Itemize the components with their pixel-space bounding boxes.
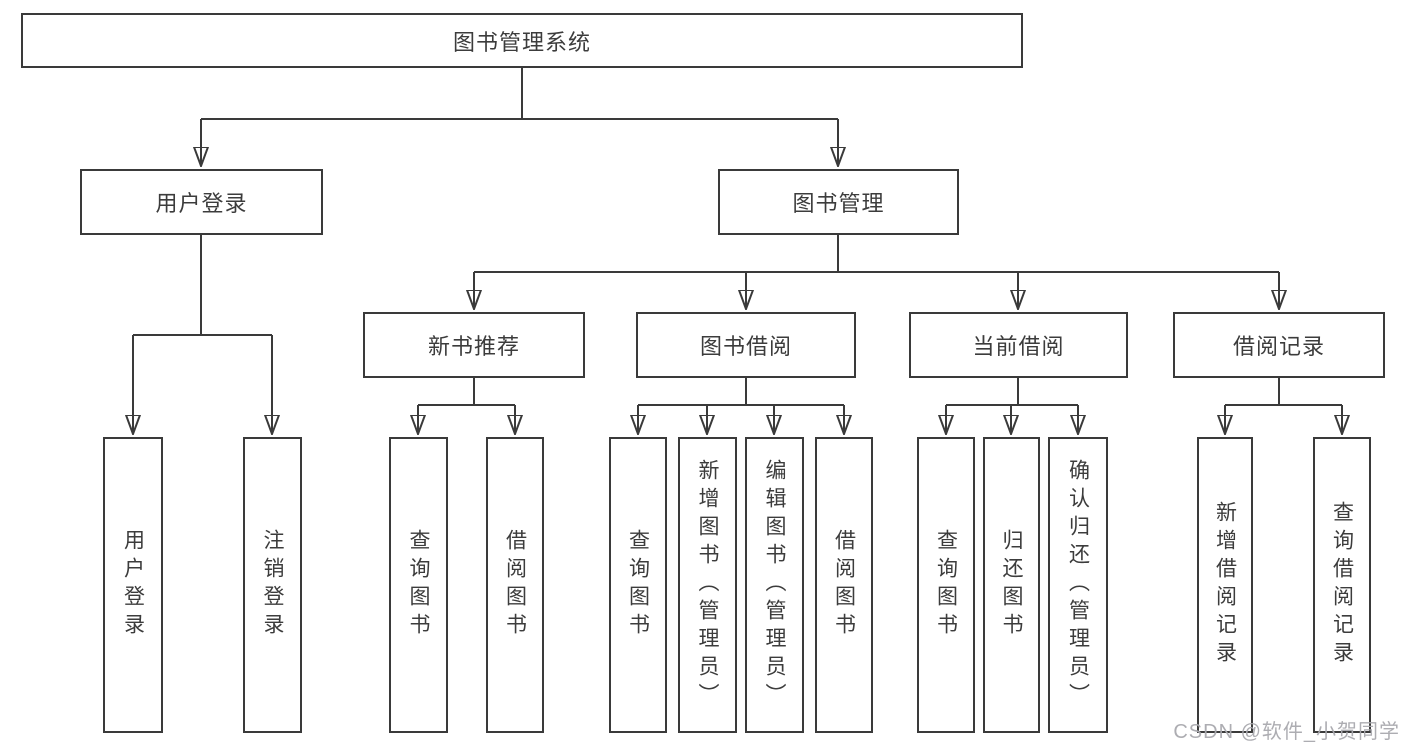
node-label: 编辑图书（管理员） [763,459,787,711]
leaf-query-books-borrow: 查询图书 [609,437,667,733]
node-label: 确认归还（管理员） [1066,459,1090,711]
node-label: 借阅记录 [1232,334,1325,359]
csdn-watermark: CSDN @软件_小贺同学 [1173,721,1400,743]
node-label: 归还图书 [1000,529,1024,641]
edge-book-borrow-to-leaves [638,378,844,432]
node-book-borrow: 图书借阅 [636,312,856,378]
edge-user-login-to-leaves [133,235,272,432]
node-user-login: 用户登录 [80,169,323,235]
edge-borrow-records-to-leaves [1225,378,1342,432]
node-book-management: 图书管理 [718,169,959,235]
leaf-edit-book-admin: 编辑图书（管理员） [745,437,804,733]
leaf-logout: 注销登录 [243,437,302,733]
node-current-borrow: 当前借阅 [909,312,1128,378]
node-label: 用户登录 [155,191,248,216]
edge-current-borrow-to-leaves [946,378,1078,432]
leaf-confirm-return-admin: 确认归还（管理员） [1048,437,1108,733]
node-label: 当前借阅 [972,334,1065,359]
node-library-management-system: 图书管理系统 [21,13,1023,68]
leaf-query-books-current: 查询图书 [917,437,975,733]
node-label: 查询图书 [626,529,650,641]
leaf-return-books: 归还图书 [983,437,1040,733]
leaf-add-borrow-record: 新增借阅记录 [1197,437,1253,733]
node-label: 新增借阅记录 [1213,501,1237,669]
leaf-query-books-recommend: 查询图书 [389,437,448,733]
node-label: 借阅图书 [503,529,527,641]
node-label: 图书借阅 [699,334,792,359]
edge-root-to-level2 [201,68,838,164]
node-borrow-records: 借阅记录 [1173,312,1385,378]
node-label: 图书管理系统 [452,29,591,55]
node-label: 查询图书 [934,529,958,641]
edge-new-book-recommend-to-leaves [418,378,515,432]
node-label: 新增图书（管理员） [696,459,720,711]
node-label: 借阅图书 [832,529,856,641]
node-label: 注销登录 [261,529,285,641]
edge-book-management-to-level3 [474,235,1279,307]
leaf-borrow-books: 借阅图书 [815,437,873,733]
leaf-query-borrow-record: 查询借阅记录 [1313,437,1371,733]
leaf-borrow-books-recommend: 借阅图书 [486,437,544,733]
leaf-add-book-admin: 新增图书（管理员） [678,437,737,733]
node-label: 用户登录 [121,529,145,641]
node-label: 新书推荐 [427,334,520,359]
node-label: 图书管理 [792,191,885,216]
node-label: 查询图书 [407,529,431,641]
node-label: 查询借阅记录 [1330,501,1354,669]
node-new-book-recommend: 新书推荐 [363,312,585,378]
leaf-user-login: 用户登录 [103,437,163,733]
